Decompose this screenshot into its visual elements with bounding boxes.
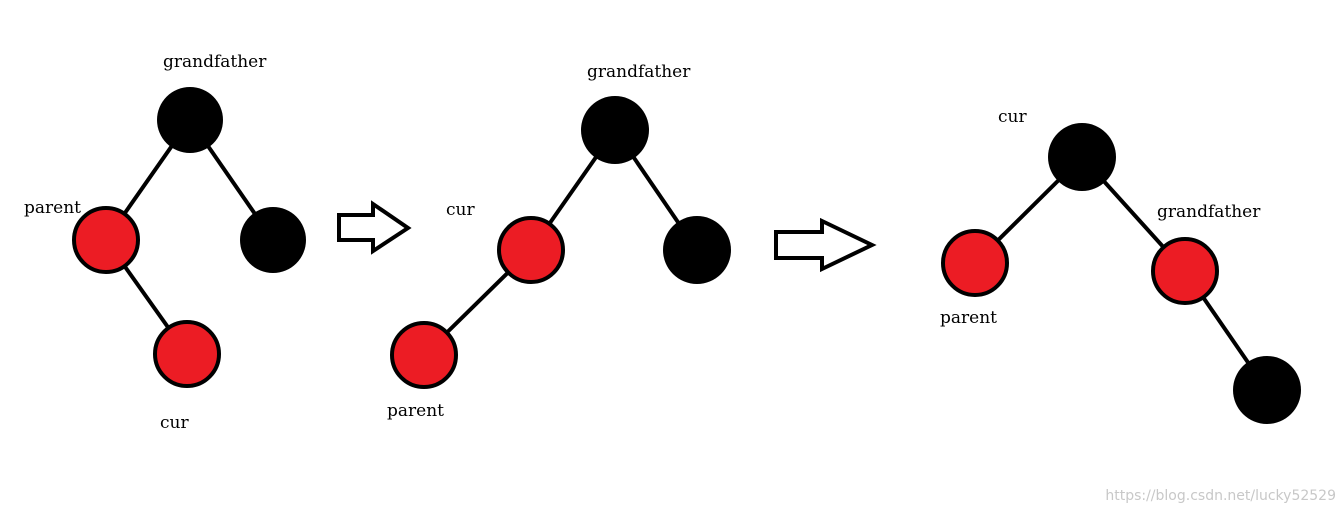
uncle-node — [1233, 356, 1301, 424]
cur-label: cur — [446, 200, 475, 220]
right-arrow-icon — [774, 217, 877, 273]
parent-label: parent — [940, 308, 997, 328]
cur-node — [153, 320, 221, 388]
grandfather-label: grandfather — [1157, 202, 1261, 222]
parent-node — [390, 321, 458, 389]
grandfather-label: grandfather — [587, 62, 691, 82]
diagram-1: grandfather parent cur — [24, 52, 306, 433]
right-arrow-icon — [337, 200, 412, 255]
parent-node — [941, 229, 1009, 297]
parent-label: parent — [24, 198, 81, 218]
cur-label: cur — [160, 413, 189, 433]
diagram-3: cur grandfather parent — [940, 107, 1301, 424]
grandfather-node — [581, 96, 649, 164]
grandfather-node — [157, 87, 223, 153]
uncle-node — [663, 216, 731, 284]
grandfather-node — [1151, 237, 1219, 305]
cur-label: cur — [998, 107, 1027, 127]
watermark: https://blog.csdn.net/lucky52529 — [1105, 488, 1336, 504]
parent-label: parent — [387, 401, 444, 421]
cur-node — [497, 216, 565, 284]
parent-node — [72, 206, 140, 274]
diagram-2: grandfather cur parent — [387, 62, 731, 421]
grandfather-label: grandfather — [163, 52, 267, 72]
uncle-node — [240, 207, 306, 273]
cur-node — [1048, 123, 1116, 191]
